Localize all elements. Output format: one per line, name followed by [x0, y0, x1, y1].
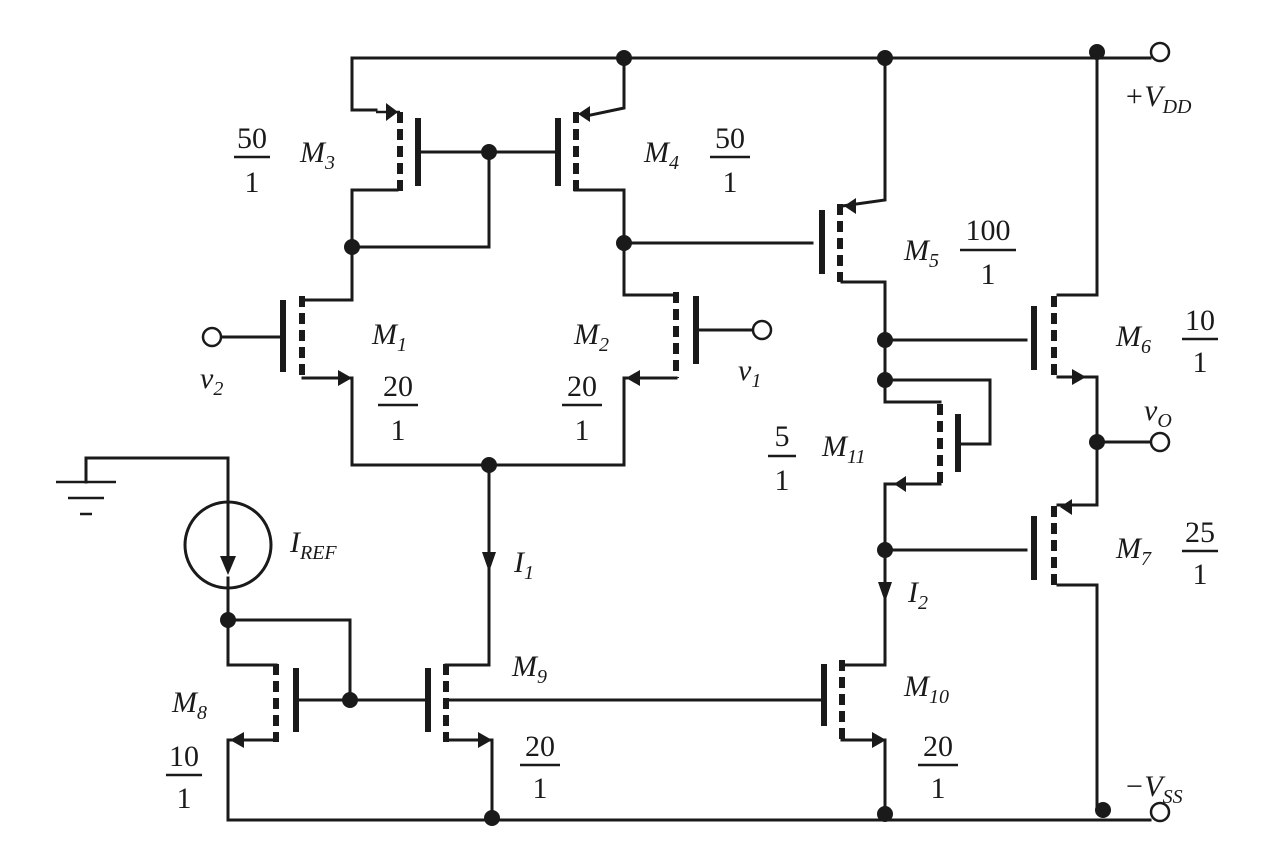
svg-text:1: 1 — [775, 464, 790, 497]
m1-label: M1 — [371, 318, 407, 356]
svg-text:1: 1 — [931, 772, 946, 805]
svg-text:1: 1 — [1193, 346, 1208, 379]
ground-icon — [56, 480, 116, 516]
ratio-m2: 20 1 — [562, 370, 602, 447]
m3-label: M3 — [299, 136, 335, 174]
vdd-label: +VDD — [1124, 80, 1192, 118]
ratio-m11: 5 1 — [768, 420, 796, 497]
transistor-m9 — [425, 664, 492, 748]
svg-text:5: 5 — [775, 420, 790, 453]
iref-label: IREF — [289, 526, 337, 564]
vo-label: vO — [1144, 394, 1172, 432]
vss-terminal — [1149, 801, 1171, 823]
transistor-m1 — [280, 296, 352, 386]
v1-label: v1 — [738, 354, 761, 392]
v1-terminal — [751, 319, 773, 341]
m2-label: M2 — [573, 318, 609, 356]
svg-text:10: 10 — [1185, 304, 1215, 337]
ratio-m8: 10 1 — [166, 740, 202, 815]
svg-text:1: 1 — [575, 414, 590, 447]
svg-text:1: 1 — [245, 166, 260, 199]
transistor-m11 — [894, 404, 961, 492]
ratio-m4: 50 1 — [710, 122, 750, 199]
ratio-m10: 20 1 — [918, 730, 958, 805]
m5-label: M5 — [903, 234, 939, 272]
ratio-m7: 25 1 — [1182, 516, 1218, 591]
svg-text:1: 1 — [981, 258, 996, 291]
m4-label: M4 — [643, 136, 679, 174]
current-source-iref — [183, 500, 273, 590]
transistor-m8 — [230, 664, 299, 748]
v2-label: v2 — [200, 362, 223, 400]
ratio-m3: 50 1 — [234, 122, 270, 199]
svg-text:20: 20 — [525, 730, 555, 763]
svg-text:20: 20 — [567, 370, 597, 403]
vss-label: −VSS — [1124, 770, 1183, 808]
v2-terminal — [201, 326, 223, 348]
i2-label: I2 — [907, 576, 928, 614]
svg-text:25: 25 — [1185, 516, 1215, 549]
transistor-m6 — [1031, 296, 1086, 385]
transistor-m3 — [376, 103, 421, 192]
current-arrow-i1 — [482, 552, 496, 572]
svg-text:1: 1 — [533, 772, 548, 805]
m10-label: M10 — [903, 670, 949, 708]
svg-text:50: 50 — [715, 122, 745, 155]
current-arrow-i2 — [878, 582, 892, 602]
m11-label: M11 — [821, 430, 866, 468]
ratio-m1: 20 1 — [378, 370, 418, 447]
m8-label: M8 — [171, 686, 207, 724]
i1-label: I1 — [513, 546, 534, 584]
svg-text:20: 20 — [923, 730, 953, 763]
vo-terminal — [1149, 431, 1171, 453]
svg-text:1: 1 — [177, 782, 192, 815]
vdd-terminal — [1149, 41, 1171, 63]
svg-text:50: 50 — [237, 122, 267, 155]
junction-dots — [220, 44, 1111, 826]
svg-text:100: 100 — [966, 214, 1011, 247]
svg-text:1: 1 — [723, 166, 738, 199]
svg-text:1: 1 — [391, 414, 406, 447]
svg-text:20: 20 — [383, 370, 413, 403]
transistor-m5 — [819, 198, 856, 282]
ratio-m5: 100 1 — [960, 214, 1016, 291]
svg-text:1: 1 — [1193, 558, 1208, 591]
transistor-m4 — [555, 106, 590, 192]
transistor-m2 — [626, 292, 699, 386]
m7-label: M7 — [1115, 532, 1152, 570]
ratio-m9: 20 1 — [520, 730, 560, 805]
transistor-m10 — [821, 660, 886, 748]
transistor-m7 — [1031, 499, 1072, 586]
m9-label: M9 — [511, 650, 547, 688]
m6-label: M6 — [1115, 320, 1151, 358]
ratio-m6: 10 1 — [1182, 304, 1218, 379]
svg-text:10: 10 — [169, 740, 199, 773]
